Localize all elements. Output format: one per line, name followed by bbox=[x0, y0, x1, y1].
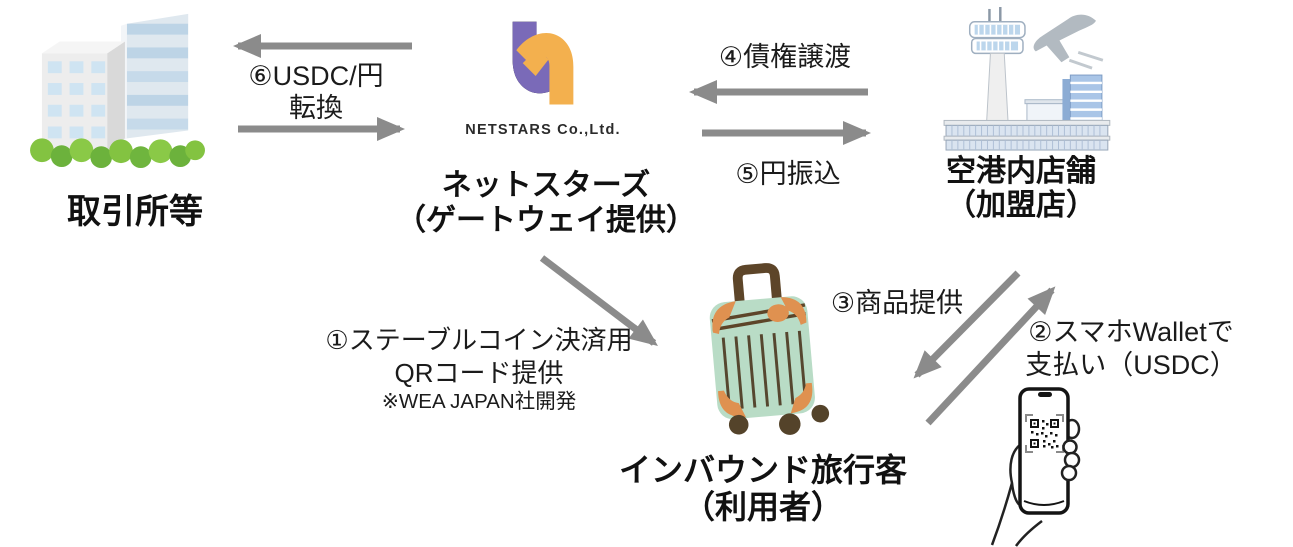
netstars-role: （ゲートウェイ提供） bbox=[396, 204, 696, 237]
flow6-line2: 転換 bbox=[289, 93, 343, 123]
flow2-label: ②スマホWalletで 支払い（USDC） bbox=[1025, 316, 1237, 382]
airport-icon bbox=[928, 6, 1116, 152]
trees bbox=[30, 138, 205, 169]
exchange-label-text: 取引所等 bbox=[67, 193, 203, 231]
flow1-line2: QRコード提供 bbox=[394, 358, 564, 388]
traveler-name: インバウンド旅行客 bbox=[618, 452, 908, 488]
flow1-note: ※WEA JAPAN社開発 bbox=[381, 390, 577, 413]
flow3-text: ③商品提供 bbox=[830, 288, 964, 318]
airport-store-role: （加盟店） bbox=[946, 189, 1096, 222]
netstars-label: ネットスターズ （ゲートウェイ提供） bbox=[396, 168, 696, 238]
exchange-label: 取引所等 bbox=[67, 184, 203, 233]
hand-holding-smartphone-qr-icon bbox=[986, 383, 1086, 547]
flow6-label: ⑥USDC/円 転換 bbox=[248, 60, 383, 124]
suitcase-icon bbox=[692, 252, 834, 440]
flow4-text: ④債権譲渡 bbox=[718, 42, 852, 72]
flow6-line1: ⑥USDC/円 bbox=[248, 61, 384, 91]
netstars-company-text: NETSTARS Co.,Ltd. bbox=[465, 122, 621, 138]
flow1-label: ①ステーブルコイン決済用 QRコード提供 ※WEA JAPAN社開発 bbox=[325, 324, 632, 414]
qr-code bbox=[1025, 414, 1064, 453]
flow1-line1: ①ステーブルコイン決済用 bbox=[325, 325, 633, 355]
flow5-label: ⑤円振込 bbox=[735, 158, 840, 190]
flow2-line1: ②スマホWalletで bbox=[1028, 317, 1234, 347]
airport-store-label: 空港内店舗 （加盟店） bbox=[946, 155, 1096, 223]
flow3-label: ③商品提供 bbox=[831, 287, 963, 319]
netstars-company-name: NETSTARS Co.,Ltd. bbox=[465, 122, 620, 138]
flow5-text: ⑤円振込 bbox=[735, 159, 841, 189]
flow4-label: ④債権譲渡 bbox=[719, 41, 851, 73]
office-buildings-icon bbox=[30, 2, 208, 170]
traveler-role: （利用者） bbox=[682, 489, 844, 525]
netstars-logo bbox=[497, 17, 589, 113]
netstars-name: ネットスターズ bbox=[441, 169, 651, 202]
traveler-label: インバウンド旅行客 （利用者） bbox=[619, 452, 907, 526]
flow2-line2: 支払い（USDC） bbox=[1025, 350, 1237, 380]
airport-store-name: 空港内店舗 bbox=[946, 155, 1096, 188]
